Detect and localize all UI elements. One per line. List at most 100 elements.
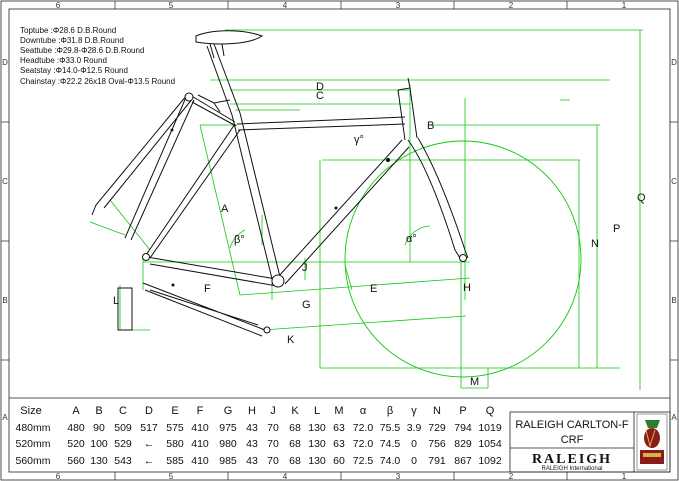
dim-J: J bbox=[302, 262, 308, 274]
table-cell: 756 bbox=[428, 438, 446, 450]
dim-L: L bbox=[113, 295, 119, 307]
raleigh-logo-icon bbox=[636, 413, 668, 471]
grid-bottom-3: 3 bbox=[396, 472, 401, 481]
dim-G: G bbox=[302, 299, 311, 311]
table-header: H bbox=[248, 405, 256, 417]
table-cell: 1092 bbox=[478, 455, 502, 467]
grid-right-A: A bbox=[671, 413, 677, 422]
table-cell: 560mm bbox=[15, 455, 50, 467]
grid-bottom-1: 1 bbox=[622, 472, 627, 481]
table-cell: 867 bbox=[454, 455, 472, 467]
dim-Q: Q bbox=[637, 192, 646, 204]
table-cell: 74.5 bbox=[380, 438, 401, 450]
table-frame bbox=[9, 397, 671, 473]
table-cell: 100 bbox=[90, 438, 108, 450]
bike-frame bbox=[91, 30, 469, 337]
table-cell: 130 bbox=[308, 438, 326, 450]
dimension-lines bbox=[89, 29, 643, 390]
grid-top-3: 3 bbox=[396, 1, 401, 10]
grid-bottom-6: 6 bbox=[56, 472, 61, 481]
table-cell: 975 bbox=[219, 422, 237, 434]
table-cell: 410 bbox=[191, 438, 209, 450]
table-cell: 794 bbox=[454, 422, 472, 434]
table-cell: 75.5 bbox=[380, 422, 401, 434]
table-header: β bbox=[387, 405, 393, 417]
table-cell: ← bbox=[144, 455, 155, 467]
dim-M: M bbox=[470, 376, 479, 388]
table-cell: 43 bbox=[246, 455, 258, 467]
dim-P: P bbox=[613, 223, 620, 235]
grid-bottom-5: 5 bbox=[169, 472, 174, 481]
table-cell: 3.9 bbox=[407, 422, 422, 434]
grid-top-6: 6 bbox=[56, 1, 61, 10]
table-cell: 520mm bbox=[15, 438, 50, 450]
table-cell: 560 bbox=[67, 455, 85, 467]
dim-H: H bbox=[463, 282, 471, 294]
table-cell: 74.0 bbox=[380, 455, 401, 467]
table-cell: 68 bbox=[289, 422, 301, 434]
table-cell: 63 bbox=[333, 438, 345, 450]
table-cell: 0 bbox=[411, 438, 417, 450]
grid-left-C: C bbox=[2, 177, 8, 186]
table-cell: ← bbox=[144, 438, 155, 450]
table-header: α bbox=[360, 405, 367, 417]
dim-F: F bbox=[204, 283, 211, 295]
table-cell: 0 bbox=[411, 455, 417, 467]
table-cell: 517 bbox=[140, 422, 158, 434]
table-cell: 130 bbox=[308, 455, 326, 467]
table-header: γ bbox=[411, 405, 417, 417]
frame-joints bbox=[142, 92, 467, 334]
table-cell: 63 bbox=[333, 422, 345, 434]
table-header: K bbox=[291, 405, 299, 417]
table-cell: 90 bbox=[93, 422, 105, 434]
table-cell: 480 bbox=[67, 422, 85, 434]
table-cell: 480mm bbox=[15, 422, 50, 434]
grid-right-C: C bbox=[671, 177, 677, 186]
dim-gamma: γ° bbox=[354, 134, 364, 146]
table-header: F bbox=[197, 405, 204, 417]
table-cell: 509 bbox=[114, 422, 132, 434]
table-header: J bbox=[270, 405, 276, 417]
table-cell: 60 bbox=[333, 455, 345, 467]
table-row: 480mm 480 90 509 517 575 410 975 43 70 6… bbox=[15, 422, 501, 434]
title-block: RALEIGH CARLTON-F CRF RALEIGH RALEIGH In… bbox=[515, 419, 629, 472]
table-cell: 68 bbox=[289, 438, 301, 450]
table-cell: 410 bbox=[191, 422, 209, 434]
dim-C: C bbox=[316, 90, 324, 102]
spec-toptube: Toptube :Φ28.6 D.B.Round bbox=[20, 26, 116, 35]
front-wheel bbox=[344, 140, 582, 378]
table-row: 520mm 520 100 529 ← 580 410 980 43 70 68… bbox=[15, 438, 501, 450]
table-cell: 72.0 bbox=[353, 422, 374, 434]
table-cell: 43 bbox=[246, 422, 258, 434]
dim-A: A bbox=[221, 203, 229, 215]
spec-downtube: Downtube :Φ31.8 D.B.Round bbox=[20, 36, 124, 45]
table-cell: 729 bbox=[428, 422, 446, 434]
table-cell: 1054 bbox=[478, 438, 502, 450]
table-cell: 520 bbox=[67, 438, 85, 450]
table-header: G bbox=[224, 405, 233, 417]
grid-top-4: 4 bbox=[283, 1, 288, 10]
table-header: B bbox=[95, 405, 102, 417]
dim-E: E bbox=[370, 283, 377, 295]
grid-left-B: B bbox=[2, 296, 7, 305]
tube-specs: Toptube :Φ28.6 D.B.Round Downtube :Φ31.8… bbox=[20, 26, 175, 86]
grid-right-D: D bbox=[671, 58, 677, 67]
table-header: A bbox=[72, 405, 80, 417]
table-cell: 829 bbox=[454, 438, 472, 450]
dim-D: D bbox=[316, 81, 324, 93]
spec-seatstay: Seatstay :Φ14.0-Φ12.5 Round bbox=[20, 66, 128, 75]
dim-alpha: α° bbox=[406, 233, 417, 245]
table-header: M bbox=[334, 405, 343, 417]
table-header: N bbox=[433, 405, 441, 417]
dim-B: B bbox=[427, 120, 434, 132]
table-cell: 130 bbox=[308, 422, 326, 434]
table-cell: 68 bbox=[289, 455, 301, 467]
table-cell: 529 bbox=[114, 438, 132, 450]
table-cell: 575 bbox=[166, 422, 184, 434]
table-cell: 410 bbox=[191, 455, 209, 467]
frame-dots bbox=[170, 128, 390, 287]
grid-right-B: B bbox=[671, 296, 676, 305]
